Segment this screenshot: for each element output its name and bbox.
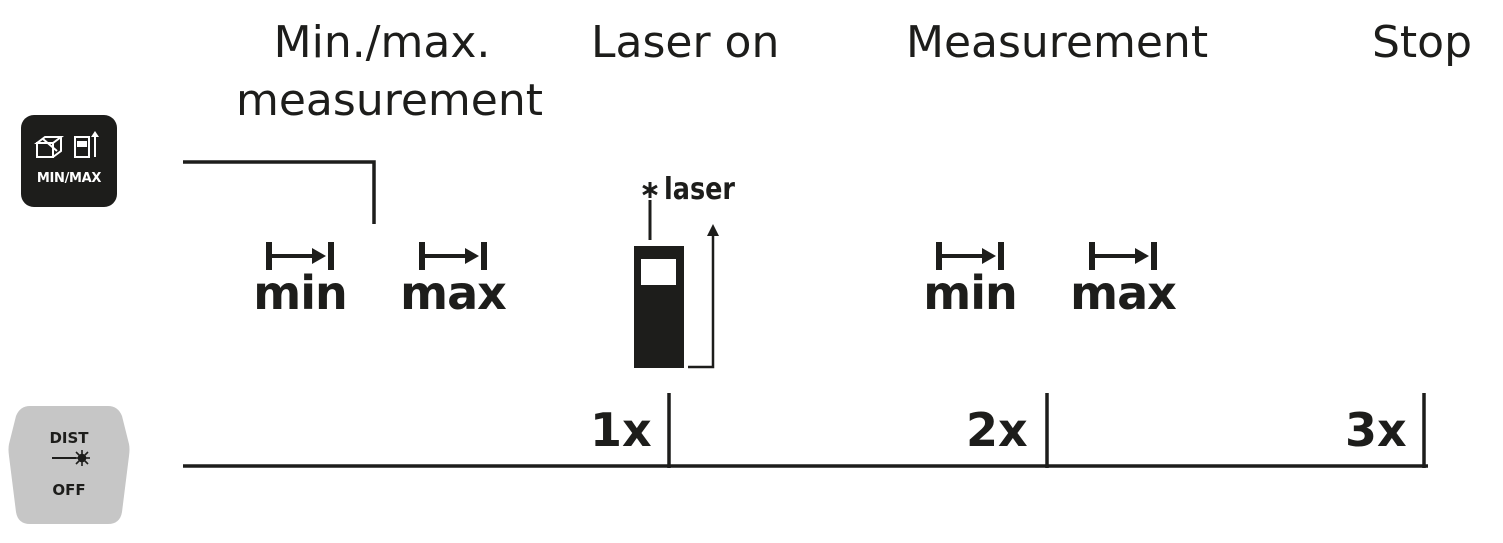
max-label: max (400, 266, 507, 320)
distance-arrow-icon (936, 242, 1004, 270)
off-label: OFF (52, 481, 86, 499)
phase-minmax-line2: measurement (236, 75, 543, 126)
minmax-button-label: MIN/MAX (36, 171, 102, 186)
press-count-2x: 2x (966, 403, 1028, 457)
max-indicator-second: max (1068, 240, 1178, 316)
minmax-volume-distance-icon (34, 131, 99, 158)
press-count-1x: 1x (590, 403, 652, 457)
asterisk-icon (642, 182, 658, 198)
distance-arrow-icon (419, 242, 487, 270)
dist-off-button[interactable]: DIST OFF (8, 404, 130, 526)
phase-minmax-title: Min./max. measurement (236, 14, 543, 130)
minmax-button[interactable]: MIN/MAX (21, 115, 117, 207)
phase-laser-on-title: Laser on (591, 17, 780, 68)
dist-button-shape (8, 406, 130, 524)
phase-measurement-title: Measurement (906, 17, 1209, 68)
minmax-bracket-line (183, 160, 376, 224)
max-label: max (1070, 266, 1177, 320)
distance-arrow-icon (1089, 242, 1157, 270)
min-label: min (253, 266, 347, 320)
press-count-3x: 3x (1345, 403, 1407, 457)
laser-label: laser (664, 172, 736, 207)
phase-stop-title: Stop (1372, 17, 1473, 68)
min-label: min (923, 266, 1017, 320)
min-indicator-first: min (245, 240, 355, 316)
dist-label: DIST (49, 429, 89, 447)
phase-minmax-line1: Min./max. (273, 17, 491, 68)
max-indicator-first: max (398, 240, 508, 316)
laser-burst-icon (74, 450, 90, 466)
min-indicator-second: min (915, 240, 1025, 316)
distance-arrow-icon (266, 242, 334, 270)
laser-device-icon (634, 182, 719, 369)
